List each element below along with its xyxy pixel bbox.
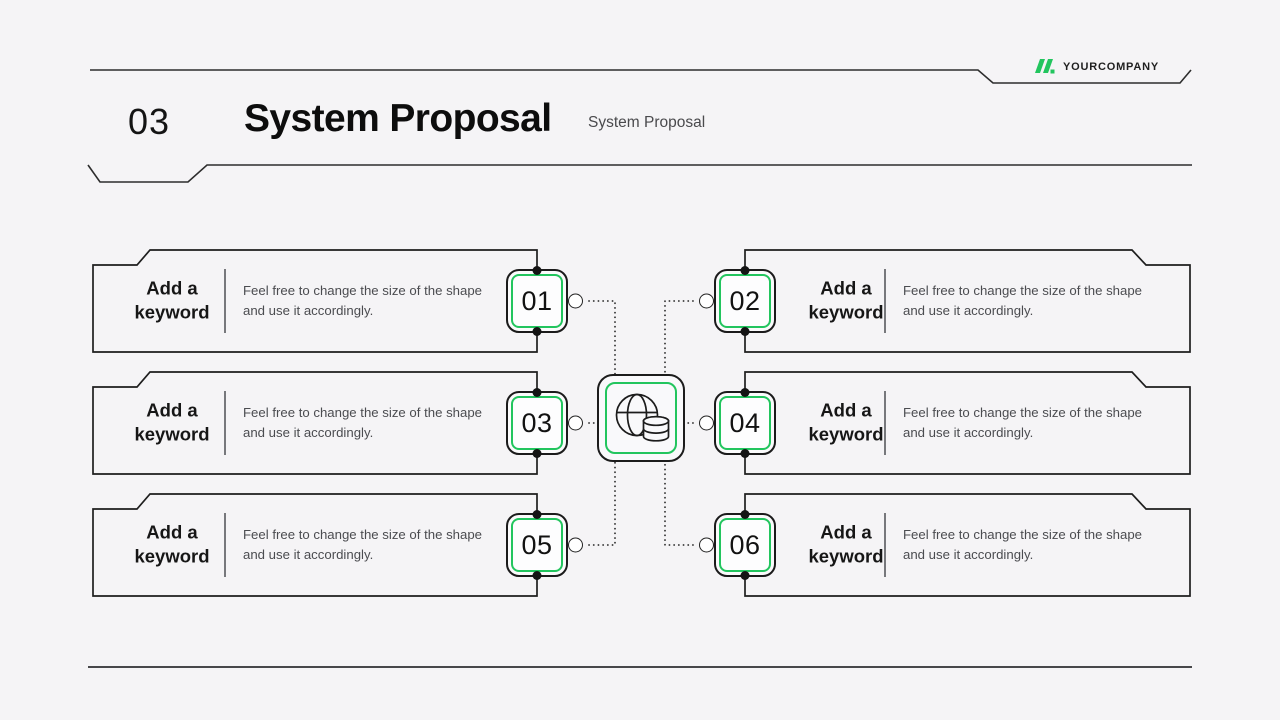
card-02-badge-frame: 02 [719,274,771,328]
hub [597,374,685,462]
connector-dot [532,327,542,336]
card-02-keyword: Add a keyword [808,277,884,323]
card-04-description: Feel free to change the size of the shap… [903,404,1142,440]
card-03: Add a keyword Feel free to change the si… [93,372,583,474]
card-02: Add a keyword Feel free to change the si… [699,250,1190,352]
card-04-outline [744,371,1191,475]
double-slash-icon [1035,59,1055,74]
card-05-number: 05 [521,529,553,560]
connector-node [699,293,714,309]
connector-dot [740,327,750,336]
connector-dot [740,266,750,275]
connector-dot [740,510,750,519]
card-05-badge-frame: 05 [511,518,563,572]
title-underline [87,164,1192,183]
card-06-number: 06 [729,529,761,560]
connector-dot [532,449,542,458]
hub-outer-frame [597,374,685,462]
card-01-badge: 01 [506,266,583,336]
card-05-badge: 05 [506,510,583,580]
dotted-connectors [588,300,694,546]
card-05: Add a keyword Feel free to change the si… [93,494,583,596]
connector-05 [588,461,616,546]
card-03-number: 03 [521,407,553,438]
card-05-keyword: Add a keyword [134,521,210,567]
connector-dot [740,449,750,458]
card-04-number: 04 [729,407,761,438]
page-subtitle: System Proposal [588,114,706,131]
card-04-badge: 04 [699,388,776,458]
card-02-description: Feel free to change the size of the shap… [903,282,1142,318]
card-03-description: Feel free to change the size of the shap… [243,404,482,440]
connector-02 [664,300,694,375]
card-06: Add a keyword Feel free to change the si… [699,494,1190,596]
company-logo: YOURCOMPANY [1034,59,1159,74]
connector-dot [532,266,542,275]
connector-node [568,537,583,553]
card-03-outline [92,371,538,475]
card-06-description: Feel free to change the size of the shap… [903,526,1142,562]
connector-dot [740,571,750,580]
card-01-badge-frame: 01 [511,274,563,328]
connector-node [568,293,583,309]
header-rule [90,69,1192,84]
card-04: Add a keyword Feel free to change the si… [699,372,1190,474]
globe-database-icon [615,393,670,442]
card-02-divider [884,269,886,333]
card-01-keyword: Add a keyword [134,277,210,323]
card-02-outline [744,249,1191,353]
connector-01 [588,300,616,375]
card-01-description: Feel free to change the size of the shap… [243,282,482,318]
card-05-description: Feel free to change the size of the shap… [243,526,482,562]
card-05-outline [92,493,538,597]
connector-dot [532,510,542,519]
connector-dot [532,388,542,397]
card-02-badge: 02 [699,266,776,336]
card-01-divider [224,269,226,333]
hub-green-frame [605,382,677,454]
card-04-keyword: Add a keyword [808,399,884,445]
card-05-divider [224,513,226,577]
connector-dot [532,571,542,580]
card-06-badge: 06 [699,510,776,580]
connector-dot [740,388,750,397]
card-06-outline [744,493,1191,597]
card-01: Add a keyword Feel free to change the si… [93,250,583,352]
card-04-divider [884,391,886,455]
company-logo-text: YOURCOMPANY [1063,60,1159,73]
page-title: System Proposal [244,97,552,140]
connector-node [568,415,583,431]
card-03-divider [224,391,226,455]
section-number: 03 [127,101,171,142]
card-06-divider [884,513,886,577]
connector-node [699,537,714,553]
card-03-keyword: Add a keyword [134,399,210,445]
card-06-badge-frame: 06 [719,518,771,572]
connector-node [699,415,714,431]
card-03-badge: 03 [506,388,583,458]
card-03-badge-frame: 03 [511,396,563,450]
card-04-badge-frame: 04 [719,396,771,450]
connector-06 [664,461,694,546]
card-01-number: 01 [521,285,553,316]
card-06-keyword: Add a keyword [808,521,884,567]
card-01-outline [92,249,538,353]
card-02-number: 02 [729,285,761,316]
